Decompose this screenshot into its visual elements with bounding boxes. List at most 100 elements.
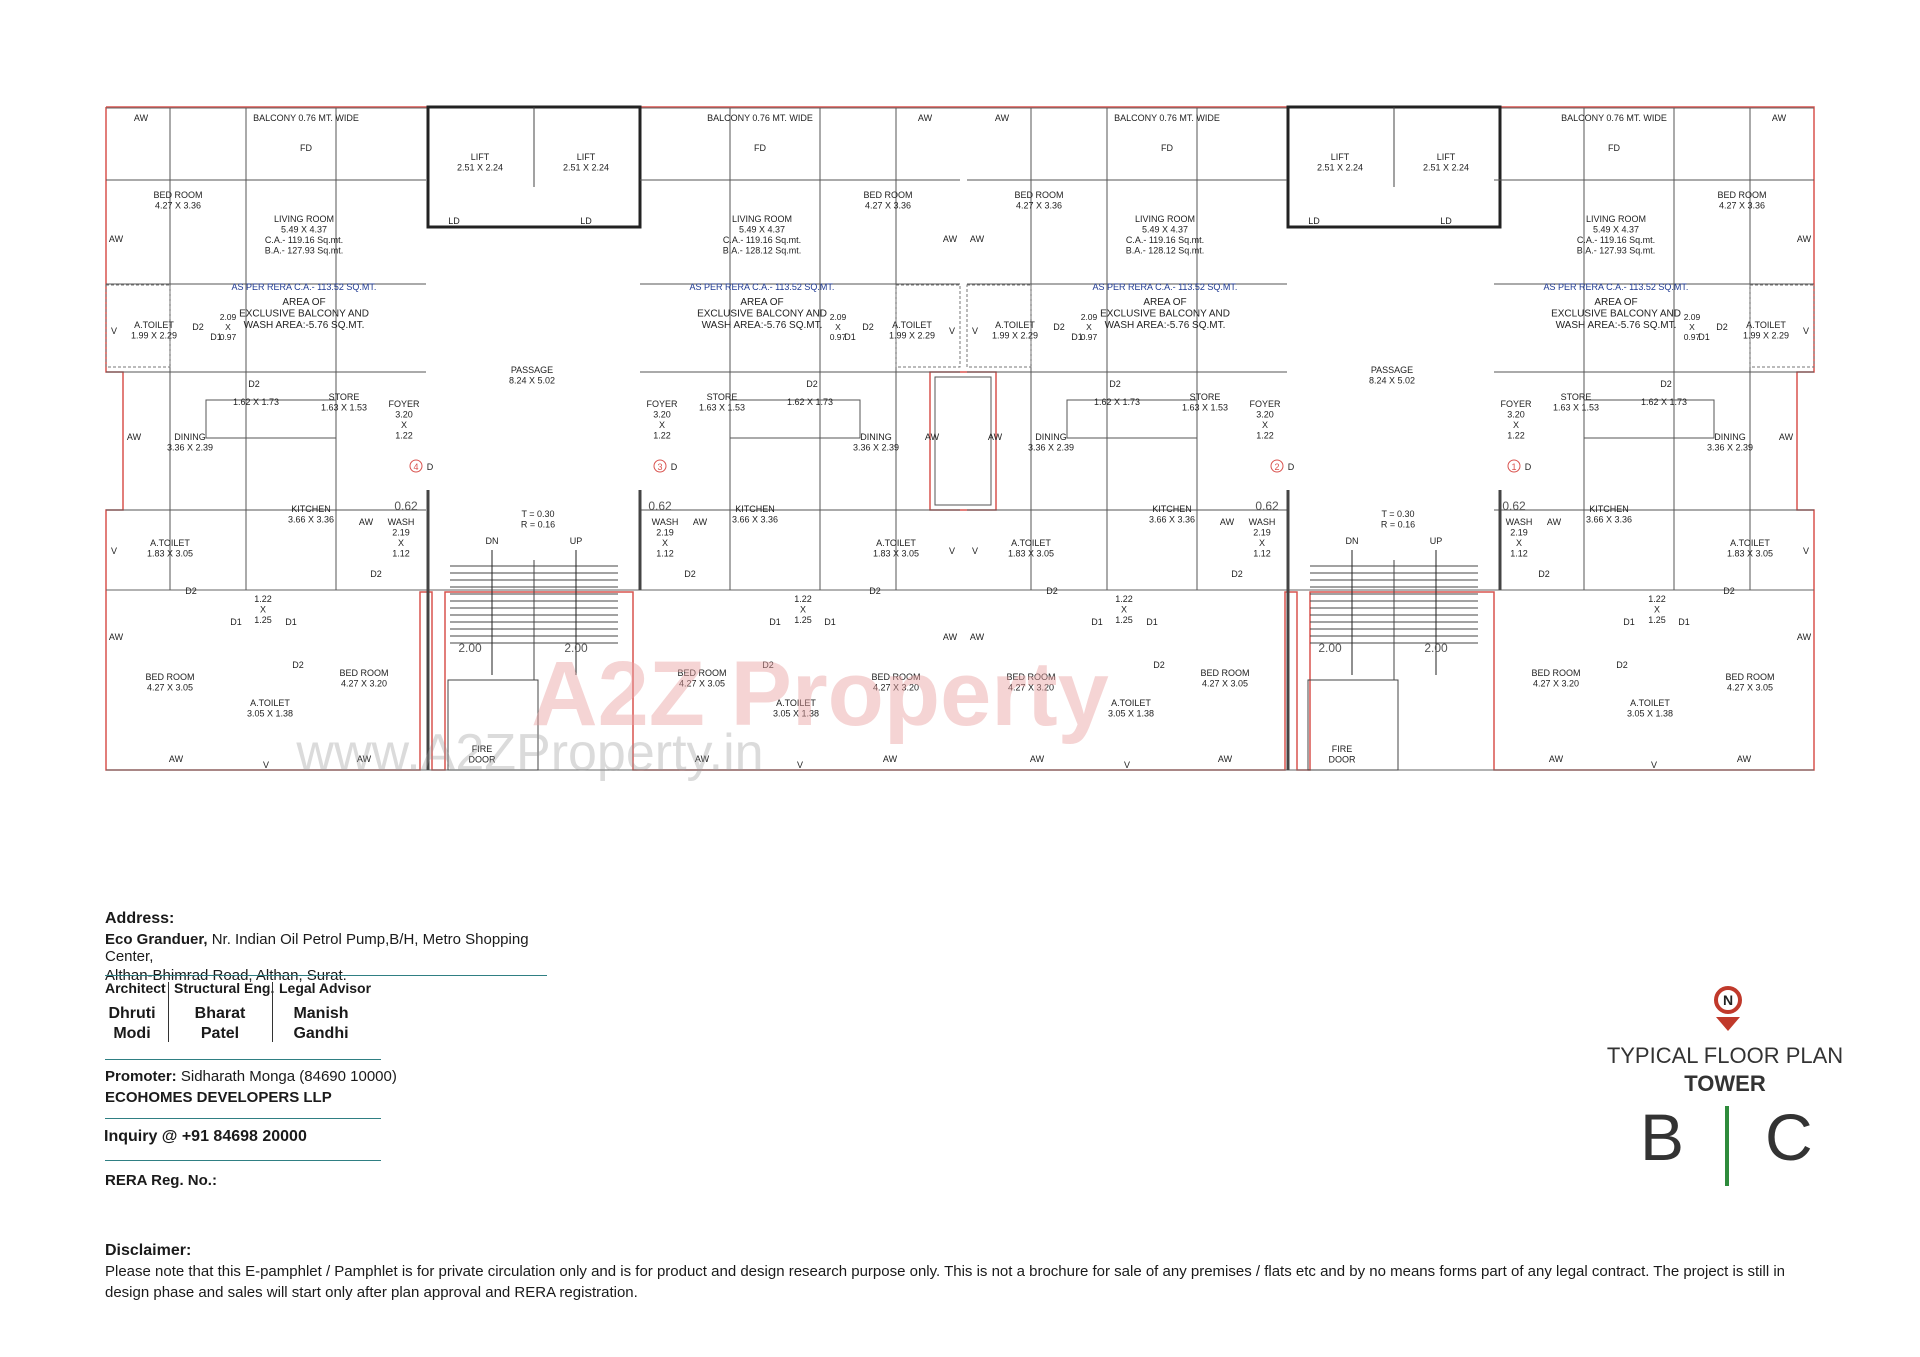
north-label: N xyxy=(1723,992,1733,1008)
label-aw: AW xyxy=(883,754,898,764)
fire-lobby xyxy=(447,679,539,771)
credit-separator xyxy=(168,982,169,1042)
label-aw: AW xyxy=(1797,234,1812,244)
unit-marker-icon xyxy=(409,459,423,473)
label-vent: V xyxy=(972,326,978,336)
label-door: D2 xyxy=(1053,322,1065,332)
label-vent: V xyxy=(111,326,117,336)
plan-title-line1: TYPICAL FLOOR PLAN xyxy=(1606,1043,1844,1068)
promoter-block: Promoter: Sidharath Monga (84690 10000) … xyxy=(105,1068,397,1106)
label-door: D2 xyxy=(1046,586,1058,596)
label-lift-door: LD xyxy=(580,216,592,226)
label-door: D1 xyxy=(824,617,836,627)
label-unit-number: 3 xyxy=(657,462,662,472)
label-stair: DN xyxy=(486,536,499,546)
label-door: D2 xyxy=(1231,569,1243,579)
label-door: D xyxy=(671,462,678,472)
promoter-line: Promoter: Sidharath Monga (84690 10000) xyxy=(105,1068,397,1085)
label-door: D2 xyxy=(1109,379,1121,389)
label-door: D1 xyxy=(230,617,242,627)
inquiry-line: Inquiry @ +91 84698 20000 xyxy=(104,1128,307,1145)
label-aw: AW xyxy=(1220,517,1235,527)
label-door: D1 xyxy=(1091,617,1103,627)
label-aw: AW xyxy=(695,754,710,764)
label-aw: AW xyxy=(359,517,374,527)
label-door: D2 xyxy=(1716,322,1728,332)
label-vent: V xyxy=(263,760,269,770)
address-line1: Eco Granduer, Nr. Indian Oil Petrol Pump… xyxy=(105,931,565,965)
label-rera: AS PER RERA C.A.- 113.52 SQ.MT. xyxy=(690,282,835,292)
plan-stairs xyxy=(426,490,1502,771)
toilet-outline xyxy=(105,284,171,368)
tower-accent-bar xyxy=(1725,1106,1729,1186)
label-door: D2 xyxy=(185,586,197,596)
label-dimension: 1.62 X 1.73 xyxy=(233,397,279,407)
label-dimension: 0.62 xyxy=(1255,499,1279,513)
credit-separator xyxy=(272,982,273,1042)
label-unit-number: 2 xyxy=(1274,462,1279,472)
unit-marker-icon xyxy=(1270,459,1284,473)
rera-reg-line: RERA Reg. No.: xyxy=(105,1172,217,1189)
label-stair: UP xyxy=(570,536,583,546)
watermark: A2Z Property www.A2ZProperty.in xyxy=(295,643,1108,782)
store-outline xyxy=(1066,399,1108,439)
label-aw: AW xyxy=(1772,113,1787,123)
label-dimension: 1.62 X 1.73 xyxy=(1641,397,1687,407)
unit-marker-icon xyxy=(1507,459,1521,473)
label-vent: V xyxy=(1803,546,1809,556)
label-dimension: 2.00 xyxy=(458,641,482,655)
label-door: D1 xyxy=(844,332,856,342)
label-aw: AW xyxy=(109,234,124,244)
label-dimension: 1.62 X 1.73 xyxy=(1094,397,1140,407)
divider xyxy=(105,1059,381,1060)
label-aw: AW xyxy=(1030,754,1045,764)
label-fd: FD xyxy=(754,143,766,153)
disclaimer-text: Please note that this E-pamphlet / Pamph… xyxy=(105,1263,1786,1301)
label-vent: V xyxy=(949,326,955,336)
label-fd: FD xyxy=(1161,143,1173,153)
label-door: D2 xyxy=(192,322,204,332)
label-rera: AS PER RERA C.A.- 113.52 SQ.MT. xyxy=(1544,282,1689,292)
label-dimension: 1.62 X 1.73 xyxy=(787,397,833,407)
label-aw: AW xyxy=(357,754,372,764)
label-lift-door: LD xyxy=(1308,216,1320,226)
plan-title: TYPICAL FLOOR PLAN TOWER xyxy=(1600,1043,1850,1097)
